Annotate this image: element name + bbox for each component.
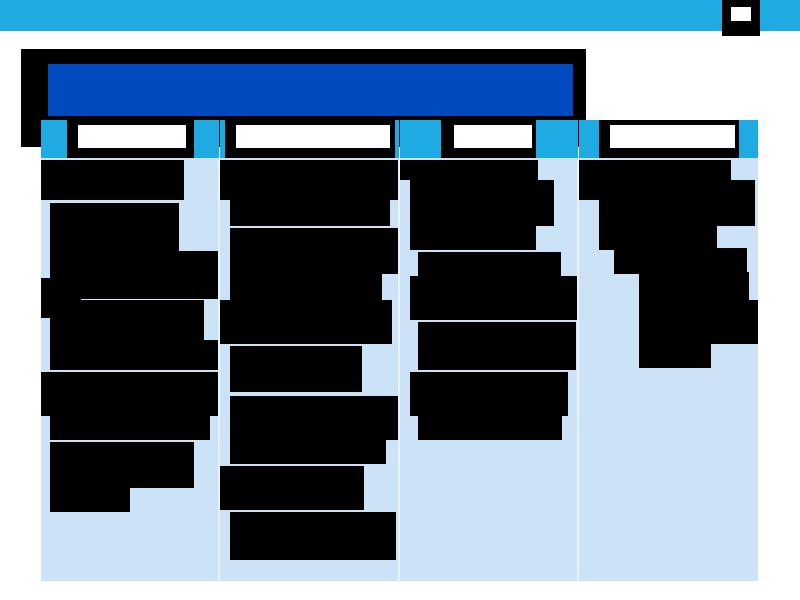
top-bar [0, 0, 800, 31]
card[interactable] [599, 180, 755, 226]
card[interactable] [410, 180, 554, 226]
card[interactable] [599, 224, 717, 250]
card[interactable] [220, 466, 364, 510]
card[interactable] [230, 200, 390, 226]
board-column-2 [220, 120, 399, 581]
card[interactable] [639, 300, 758, 344]
card[interactable] [50, 300, 204, 344]
card[interactable] [410, 276, 578, 320]
board-column-1 [41, 120, 219, 581]
card[interactable] [230, 396, 399, 440]
column-title-3[interactable] [454, 125, 532, 148]
card[interactable] [639, 272, 749, 302]
card[interactable] [410, 372, 568, 416]
column-header-4 [579, 120, 758, 158]
card[interactable] [230, 512, 396, 560]
window-control-button[interactable] [722, 0, 760, 36]
column-divider [218, 160, 220, 581]
card[interactable] [418, 322, 576, 370]
card[interactable] [230, 272, 382, 302]
column-header-2 [220, 120, 399, 158]
card[interactable] [230, 346, 362, 392]
card[interactable] [614, 248, 747, 274]
card[interactable] [50, 486, 130, 512]
card[interactable] [400, 160, 538, 180]
card[interactable] [418, 412, 562, 440]
card[interactable] [230, 228, 399, 274]
card[interactable] [41, 372, 219, 416]
card[interactable] [230, 438, 386, 464]
card[interactable] [639, 342, 711, 368]
column-title-2[interactable] [236, 125, 390, 148]
column-title-1[interactable] [78, 125, 186, 148]
column-divider [577, 160, 579, 581]
board-column-3 [400, 120, 578, 581]
card[interactable] [50, 442, 194, 488]
card[interactable] [220, 300, 392, 344]
board-title[interactable] [48, 64, 573, 116]
card[interactable] [220, 160, 399, 200]
card[interactable] [410, 224, 536, 250]
column-title-4[interactable] [610, 125, 735, 148]
column-header-3 [400, 120, 578, 158]
card[interactable] [50, 340, 219, 370]
card[interactable] [41, 160, 184, 200]
column-divider [398, 160, 400, 581]
column-header-1 [41, 120, 219, 158]
square-window-icon [731, 7, 751, 21]
card[interactable] [50, 203, 179, 253]
board-column-4 [579, 120, 758, 581]
card[interactable] [50, 416, 210, 440]
